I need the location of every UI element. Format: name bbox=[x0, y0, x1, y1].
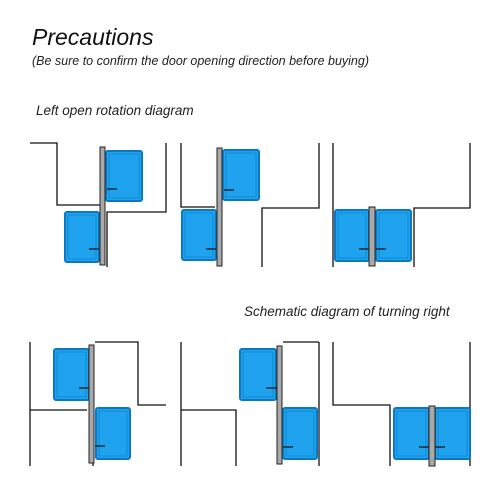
door-panel-inset bbox=[184, 212, 214, 258]
wall-outline bbox=[332, 342, 391, 466]
door-panel bbox=[181, 209, 217, 261]
door-panel bbox=[105, 150, 143, 202]
left-open-panel-1 bbox=[30, 142, 167, 267]
door-panel-inset bbox=[437, 410, 468, 457]
door-panel-inset bbox=[378, 212, 409, 259]
turn-right-panel-2 bbox=[180, 341, 320, 466]
hinge-frame bbox=[368, 206, 376, 267]
hinge-frame bbox=[276, 345, 283, 465]
left-open-panel-2 bbox=[180, 143, 320, 267]
wall-outline bbox=[181, 409, 237, 466]
hinge-frame bbox=[99, 146, 106, 266]
door-panel-inset bbox=[56, 351, 87, 398]
door-panel bbox=[64, 211, 100, 263]
door-panel bbox=[222, 149, 260, 201]
door-panel bbox=[239, 348, 277, 401]
left-open-section-label: Left open rotation diagram bbox=[36, 103, 194, 118]
door-panel bbox=[282, 407, 318, 460]
wall-outline bbox=[30, 142, 100, 206]
turn-right-panel-1 bbox=[29, 341, 166, 466]
page-subtitle: (Be sure to confirm the door opening dir… bbox=[32, 54, 369, 68]
wall-outline bbox=[261, 143, 320, 267]
wall-outline bbox=[95, 341, 166, 406]
door-panel-inset bbox=[67, 214, 97, 260]
door-panel-inset bbox=[225, 152, 257, 198]
wall-outline bbox=[180, 143, 215, 208]
door-panel bbox=[95, 407, 131, 460]
door-panel-inset bbox=[98, 410, 128, 457]
door-panel bbox=[375, 209, 412, 262]
door-panel-inset bbox=[285, 410, 315, 457]
hinge-frame bbox=[88, 344, 95, 464]
door-panel bbox=[434, 407, 471, 460]
hinge-frame bbox=[428, 405, 436, 467]
turn-right-panel-3 bbox=[332, 342, 471, 467]
hinge-frame bbox=[216, 147, 223, 267]
door-panel bbox=[53, 348, 90, 401]
wall-outline bbox=[106, 143, 167, 267]
door-panel-inset bbox=[396, 410, 427, 457]
wall-outline bbox=[413, 143, 471, 267]
door-panel-inset bbox=[337, 212, 367, 259]
page-title: Precautions bbox=[32, 24, 154, 50]
door-panel bbox=[334, 209, 370, 262]
left-open-panel-3 bbox=[332, 143, 471, 267]
turn-right-section-label: Schematic diagram of turning right bbox=[244, 304, 450, 319]
door-panel-inset bbox=[108, 153, 140, 199]
door-panel bbox=[393, 407, 430, 460]
door-panel-inset bbox=[242, 351, 274, 398]
